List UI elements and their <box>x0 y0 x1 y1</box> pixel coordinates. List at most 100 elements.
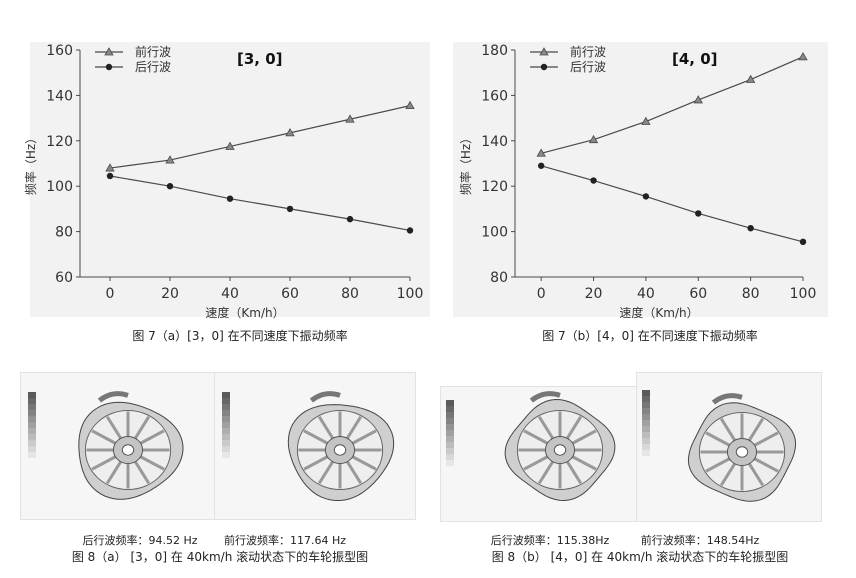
wheel-spoke <box>571 429 597 445</box>
wheel-spoke <box>134 460 151 485</box>
data-point-circle <box>642 193 650 200</box>
data-point-circle <box>346 215 354 223</box>
x-tick-label: 20 <box>585 286 603 302</box>
y-tick-label: 80 <box>55 225 73 241</box>
legend-swatch <box>642 426 650 432</box>
legend-swatch <box>222 446 230 452</box>
wheel-bore <box>333 444 347 456</box>
data-point-circle <box>695 210 702 217</box>
legend-swatch <box>28 404 36 410</box>
legend-swatch <box>642 408 650 414</box>
legend-swatch <box>28 452 36 458</box>
data-point-triangle <box>641 116 651 125</box>
legend-label: 前行波 <box>570 44 606 59</box>
legend-swatch <box>446 400 454 406</box>
data-point-triangle <box>105 163 115 172</box>
y-tick-label: 80 <box>490 270 508 286</box>
caption-fig8a: 图 8（a） [3，0] 在 40km/h 滚动状态下的车轮振型图 <box>71 550 369 564</box>
wheel-bore <box>735 446 749 458</box>
legend-label: 后行波 <box>570 60 606 74</box>
legend-swatch <box>642 432 650 438</box>
data-point-triangle <box>798 52 808 61</box>
legend-swatch <box>446 424 454 430</box>
mode-label-8a-right: 前行波频率：117.64 Hz <box>223 534 347 547</box>
wheel-spoke <box>571 455 597 471</box>
data-point-circle <box>590 177 597 184</box>
legend-swatch <box>222 416 230 422</box>
legend-swatch <box>446 436 454 442</box>
series-line-2 <box>541 165 804 243</box>
rotation-arrow-icon <box>97 391 129 403</box>
data-point-triangle <box>165 155 175 164</box>
x-tick-label: 100 <box>790 286 817 302</box>
wheel-spoke <box>351 429 377 445</box>
legend-swatch <box>28 434 36 440</box>
legend-swatch <box>28 440 36 446</box>
legend-marker-triangle <box>104 47 114 56</box>
legend-swatch <box>28 392 36 398</box>
wheel-spoke <box>753 431 779 447</box>
x-tick-label: 40 <box>637 286 655 302</box>
legend-label: 后行波 <box>135 60 171 74</box>
wheel-spoke <box>523 429 549 445</box>
data-point-triangle <box>345 114 355 123</box>
legend-swatch <box>222 404 230 410</box>
data-point-circle <box>166 183 174 190</box>
legend-swatch <box>28 410 36 416</box>
y-tick-label: 160 <box>481 88 508 104</box>
rotation-arrow-icon <box>529 391 561 403</box>
x-axis-label: 速度（Km/h） <box>619 305 698 320</box>
legend-swatch <box>222 440 230 446</box>
mode-tag: [3, 0] <box>237 50 283 68</box>
wheel-spoke <box>705 457 731 473</box>
wheel-spoke <box>91 455 117 471</box>
wheel-spoke <box>566 415 583 440</box>
wheel-spoke <box>346 460 363 485</box>
data-point-circle <box>286 205 294 213</box>
wheel-spoke <box>748 417 765 442</box>
data-point-circle <box>799 238 807 246</box>
legend-swatch <box>446 430 454 436</box>
wheel-8a-right <box>287 391 395 501</box>
x-tick-label: 80 <box>341 286 359 302</box>
wheel-spoke <box>748 462 765 487</box>
wheel-spoke <box>134 415 151 440</box>
x-tick-label: 60 <box>281 286 299 302</box>
legend-swatch <box>642 396 650 402</box>
data-point-triangle <box>536 148 546 157</box>
contour-legend-a-right <box>222 392 230 458</box>
legend-swatch <box>222 398 230 404</box>
data-point-circle <box>537 162 545 169</box>
data-point-triangle <box>285 128 295 137</box>
legend-swatch <box>222 392 230 398</box>
y-tick-label: 100 <box>481 225 508 241</box>
mode-label-8b-right: 前行波频率：148.54Hz <box>640 534 760 547</box>
x-tick-label: 100 <box>397 286 424 302</box>
legend-swatch <box>642 402 650 408</box>
legend-swatch <box>446 406 454 412</box>
chart-panel-7a <box>30 42 430 317</box>
data-point-triangle <box>588 134 599 144</box>
y-tick-label: 140 <box>46 88 73 104</box>
wheel-bore <box>121 444 135 456</box>
wheel-spoke <box>523 455 549 471</box>
legend-swatch <box>446 454 454 460</box>
legend-swatch <box>446 418 454 424</box>
wheel-spoke <box>351 455 377 471</box>
series-line-2 <box>109 175 411 232</box>
mode-label-8a-left: 后行波频率：94.52 Hz <box>82 534 198 547</box>
y-tick-label: 60 <box>55 270 73 286</box>
x-tick-label: 0 <box>537 286 546 302</box>
wheel-spoke <box>537 415 554 440</box>
legend-swatch <box>28 428 36 434</box>
legend-swatch <box>28 446 36 452</box>
data-point-circle <box>226 195 234 202</box>
wheel-spoke <box>303 455 329 471</box>
data-point-circle <box>406 227 414 234</box>
y-tick-label: 180 <box>481 43 508 59</box>
x-tick-label: 0 <box>106 286 115 302</box>
contour-legend-b-left <box>446 400 454 466</box>
data-point-triangle <box>693 95 703 104</box>
legend-swatch <box>28 398 36 404</box>
